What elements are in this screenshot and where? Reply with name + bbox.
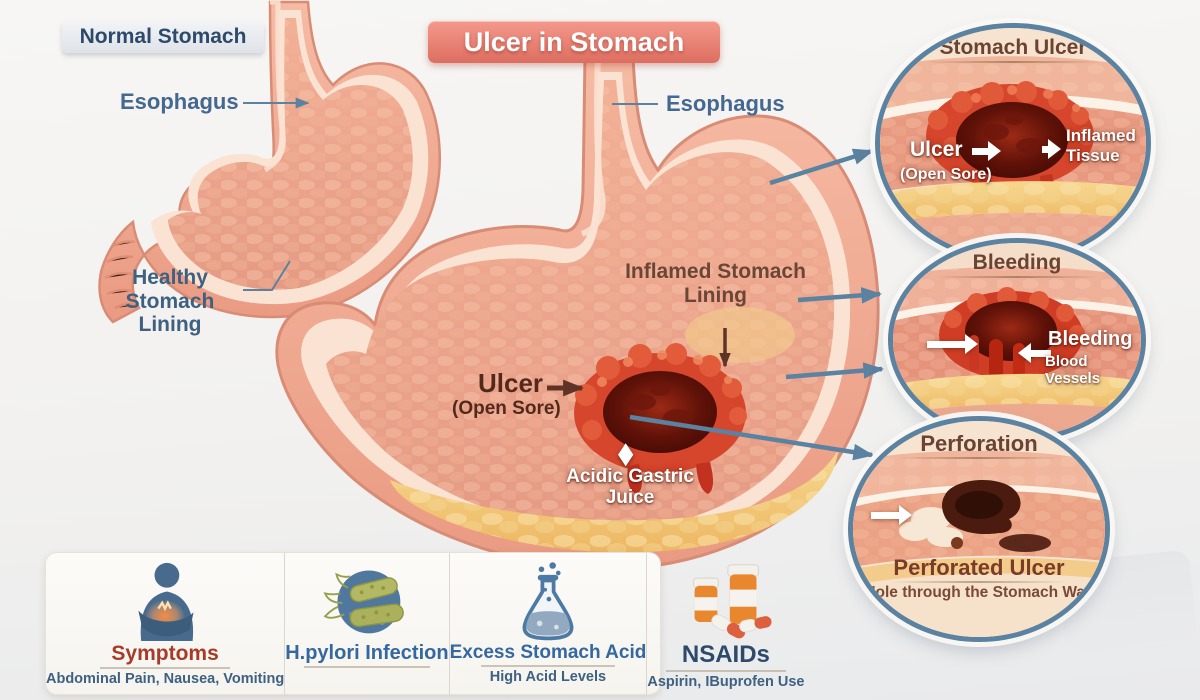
causes-panel: Symptoms Abdominal Pain, Nausea, Vomitin… <box>45 552 804 695</box>
person-abdominal-pain-icon <box>122 559 208 643</box>
main-title-banner: Ulcer in Stomach <box>428 21 720 63</box>
callout3-footer-rule <box>890 581 1068 583</box>
stomach-ulcer-detail-art <box>880 28 1146 258</box>
nsaids-rule <box>665 670 786 672</box>
callout1-title-rule <box>925 61 1101 63</box>
nsaid-pills-icon <box>678 559 774 643</box>
acid-flask-icon <box>506 559 590 643</box>
callout3-title: Perforation <box>920 431 1038 456</box>
panel-symptoms: Symptoms Abdominal Pain, Nausea, Vomitin… <box>46 553 286 694</box>
panel-acid: Excess Stomach Acid High Acid Levels <box>450 553 648 694</box>
callout3-left-arrow-icon <box>871 505 912 525</box>
normal-esophagus-label: Esophagus <box>120 89 239 114</box>
acid-rule <box>480 665 615 667</box>
callout-stomach-ulcer: Stomach Ulcer Ulcer (Open Sore) Inflamed… <box>875 23 1151 263</box>
callout-bleeding: Bleeding Bleeding Blood Vessels <box>888 238 1146 442</box>
symptoms-rule <box>100 667 231 669</box>
inflamed-lining-label: Inflamed Stomach Lining <box>625 260 806 307</box>
panel-nsaids: NSAIDs Aspirin, IBuprofen Use <box>647 553 804 694</box>
h-pylori-bacteria-icon <box>323 559 411 643</box>
acidic-juice-label: Acidic Gastric Juice <box>566 466 694 509</box>
callout2-left-arrow-icon <box>927 334 978 354</box>
callout1-inflamed-tissue-label: Inflamed Tissue <box>1066 126 1136 165</box>
main-esophagus-label: Esophagus <box>666 91 785 116</box>
callout2-title: Bleeding <box>972 251 1062 274</box>
callout2-title-rule <box>935 276 1099 278</box>
callout1-inflamed-arrow-icon <box>1042 139 1061 159</box>
callout1-ulcer-label: Ulcer <box>910 138 963 161</box>
callout1-title: Stomach Ulcer <box>939 36 1087 59</box>
nsaids-title: NSAIDs <box>681 641 770 668</box>
symptoms-subtitle: Abdominal Pain, Nausea, Vomiting <box>46 670 285 687</box>
ulcer-label: Ulcer <box>478 368 544 398</box>
callout2-vessels-label: Blood Vessels <box>1045 353 1101 387</box>
callout3-footer-title: Perforated Ulcer <box>893 555 1065 580</box>
hpylori-rule <box>303 666 430 668</box>
nsaids-subtitle: Aspirin, IBuprofen Use <box>647 673 805 690</box>
hpylori-title: H.pylori Infection <box>285 642 449 664</box>
callout1-open-sore-label: (Open Sore) <box>900 166 992 183</box>
callout3-title-rule <box>895 457 1063 459</box>
normal-stomach-banner-label: Normal Stomach <box>79 25 247 48</box>
healthy-lining-label: Healthy Stomach Lining <box>125 266 215 337</box>
main-title-label: Ulcer in Stomach <box>463 26 685 57</box>
callout3-footer-subtitle: Hole through the Stomach Wall <box>864 584 1094 601</box>
open-sore-label: (Open Sore) <box>452 398 561 419</box>
acid-subtitle: High Acid Levels <box>489 668 607 685</box>
callout2-bleeding-label: Bleeding <box>1048 328 1133 350</box>
panel-hpylori: H.pylori Infection <box>285 553 450 694</box>
symptoms-title: Symptoms <box>111 642 219 665</box>
callout-perforation: Perforation Perforated Ulcer Hole throug… <box>848 416 1110 642</box>
callout2-vessels-arrow-icon <box>1018 343 1051 363</box>
acid-diamond-icon: ◆ <box>618 436 634 470</box>
acid-title: Excess Stomach Acid <box>449 642 647 663</box>
normal-stomach-illustration <box>98 0 441 324</box>
callout1-ulcer-arrow-icon <box>972 141 1001 161</box>
normal-stomach-banner: Normal Stomach <box>62 21 264 53</box>
bleeding-detail-art <box>893 243 1141 437</box>
